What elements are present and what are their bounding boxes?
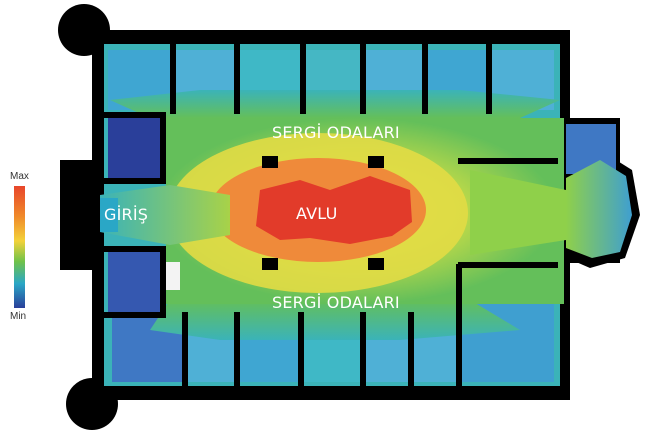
heat-core-red bbox=[256, 176, 412, 244]
heat-floor bbox=[100, 44, 632, 386]
legend-min-label: Min bbox=[10, 311, 27, 322]
east-apse-floor bbox=[566, 160, 632, 258]
legend bbox=[14, 186, 25, 308]
room-left-upper bbox=[108, 118, 166, 178]
west-entry-wall bbox=[60, 160, 102, 270]
label-entrance: GİRİŞ bbox=[104, 205, 148, 224]
entrance-corridor bbox=[100, 185, 230, 245]
tower-top-left bbox=[58, 4, 110, 56]
label-exhibition-bottom: SERGİ ODALARI bbox=[272, 293, 400, 312]
label-courtyard: AVLU bbox=[296, 204, 338, 223]
fan-top bbox=[110, 90, 560, 118]
label-exhibition-top: SERGİ ODALARI bbox=[272, 123, 400, 142]
interior-walls bbox=[104, 44, 558, 386]
legend-color-bar bbox=[14, 186, 25, 308]
entrance-floor bbox=[100, 198, 118, 232]
plan-labels: SERGİ ODALARI AVLU GİRİŞ SERGİ ODALARI bbox=[104, 123, 400, 312]
east-corridor bbox=[470, 170, 566, 255]
fan-bottom bbox=[150, 300, 520, 340]
legend-max-label: Max bbox=[10, 171, 29, 182]
tower-bottom-left bbox=[66, 378, 118, 430]
room-left-lower bbox=[108, 252, 166, 316]
